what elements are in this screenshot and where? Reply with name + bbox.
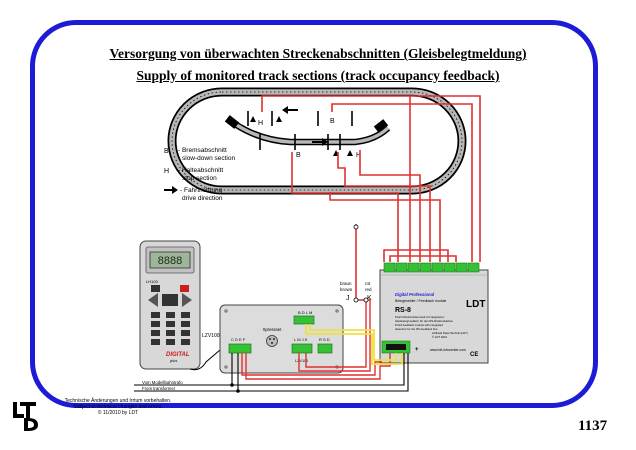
disclaimer-line2: Subject to technical changes and errors. (73, 404, 163, 410)
rs8-desc4: detectors for the RS-feedback bus (395, 327, 438, 331)
rs8-desc2: Gleisbelegtmeldern für den RS-Rückmeldeb… (395, 319, 453, 323)
page-number: 1137 (578, 418, 608, 434)
legend-dir-de: - Fahrtrichtung (180, 187, 223, 194)
title-german: Versorgung von überwachten Streckenabsch… (109, 46, 527, 61)
handheld-key[interactable] (151, 285, 160, 292)
marker-up-icon (276, 116, 282, 122)
rs8-plus-icon: + (415, 347, 419, 353)
wire-k-top-label: rot (365, 281, 371, 286)
ldt-logo-icon (13, 402, 38, 431)
switch-right (373, 119, 389, 133)
lzv-terminal-right (317, 343, 333, 354)
handheld-label: LH100 (146, 279, 159, 284)
legend-h-key: H (164, 168, 169, 175)
handheld-brand-sub: plus (169, 358, 177, 363)
legend-b-en: slow-down section (182, 155, 235, 162)
power-label-en: From transformer (142, 386, 176, 391)
track-label-b-top: B (330, 118, 335, 125)
rs8-model: RS-8 (395, 307, 411, 314)
switch-left (224, 115, 240, 129)
rs8-line1: Digital Professional (395, 292, 435, 297)
handheld-display (149, 251, 191, 269)
lzv-terminal-top-label: B D L M (298, 310, 312, 315)
lzv-terminal-top (293, 315, 315, 325)
handheld-display-text: 8888 (158, 255, 182, 267)
lzv-terminal-left-label: C D E F (231, 337, 246, 342)
marker-up-icon (347, 150, 353, 156)
legend-h-de: - Halteabschnitt (178, 167, 223, 174)
handheld-left-key[interactable] (148, 293, 158, 307)
rounded-blue-frame (30, 20, 598, 408)
disclaimer: Technische Änderungen und Irrtum vorbeha… (48, 398, 188, 416)
track-label-b-bottom: B (296, 152, 301, 159)
legend: B - Bremsabschnitt slow-down section H -… (164, 147, 235, 202)
lzv-terminal-mid (291, 343, 313, 354)
title-english: Supply of monitored track sections (trac… (136, 68, 500, 83)
wire-j-top-label: braun (340, 281, 352, 286)
rs8-module: Digital Professional Belegtmelder / Feed… (379, 262, 489, 364)
rs8-bus-connector (386, 344, 406, 350)
direction-arrow-icon (164, 186, 178, 194)
rs8-maker: Littfinski DatenTechnik (LDT) (432, 331, 468, 335)
rs8-copyright: © LDT 2010 (432, 335, 448, 339)
arrow-right-icon (312, 138, 328, 146)
legend-h-en: stop section (182, 175, 217, 182)
rs8-desc1: 8 fach Rückmeldemodul mit integrierten (395, 315, 445, 319)
disclaimer-line3: © 11/2010 by LDT (97, 410, 139, 416)
junction-dots (353, 224, 369, 303)
lzv-name: LZV100 (202, 333, 220, 339)
lzv100-unit: LZV100 Xpressnet B D L M C D E F L M J K… (202, 304, 344, 374)
rs8-site: www.ldt-infocenter.com (430, 348, 466, 352)
track-wires (261, 95, 481, 300)
rs8-top-terminals (383, 262, 480, 273)
legend-dir-en: drive direction (182, 195, 223, 202)
wire-j-bottom-label: brown (340, 287, 353, 292)
junction-dots-filled (230, 383, 240, 393)
lzv-terminal-right-label: R S D (319, 337, 330, 342)
handheld-lh100: 8888 LH100 DIGITAL plus (139, 240, 221, 371)
lzv-terminal-mid-label: L M J K (294, 337, 308, 342)
power-label-de: Vom Modellbahntrafo (142, 380, 183, 385)
rs8-ce-mark: CE (470, 352, 478, 358)
rs8-line2: Belegtmelder / Feedback module (395, 299, 446, 303)
rs8-ldt-logo-icon: LDT (466, 299, 485, 310)
track-label-h-top: H (258, 120, 263, 127)
handheld-stop-key[interactable] (180, 285, 189, 292)
legend-b-key: B (164, 148, 169, 155)
track-oval: H B B H (167, 87, 467, 195)
wire-k-bottom-label: red (365, 287, 372, 292)
xpressnet-socket-icon (266, 335, 278, 347)
lzv-center-label: Xpressnet (263, 327, 283, 332)
jk-labels: braun brown J rot red K (340, 281, 372, 302)
handheld-keypad (151, 312, 190, 345)
lzv-terminal-left (228, 343, 252, 354)
legend-b-de: - Bremsabschnitt (178, 147, 227, 154)
marker-up-icon (250, 116, 256, 122)
handheld-brand: DIGITAL (166, 352, 190, 358)
arrow-left-icon (282, 106, 298, 114)
track-label-h-bottom: H (356, 152, 361, 159)
lzv-bottom-label: LZV100 (295, 359, 308, 363)
rs8-desc3: 8 fold feedback module with integrated (395, 323, 443, 327)
wire-k-letter: K (367, 295, 372, 302)
disclaimer-line1: Technische Änderungen und Irrtum vorbeha… (64, 398, 172, 404)
wire-j-letter: J (346, 295, 350, 302)
handheld-right-key[interactable] (182, 293, 192, 307)
handheld-center-key[interactable] (162, 294, 178, 306)
